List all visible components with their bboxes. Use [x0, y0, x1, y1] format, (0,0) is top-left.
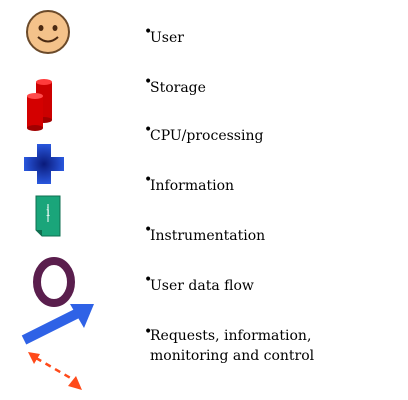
legend-item-user: • User — [144, 24, 184, 46]
legend-item-instrumentation: • Instrumentation — [144, 222, 266, 244]
legend-label: Information — [150, 178, 235, 194]
blue-cross-icon — [24, 144, 64, 184]
legend-item-requests: • Requests, information, monitoring and … — [144, 324, 390, 366]
legend-label: Requests, information, monitoring and co… — [150, 328, 315, 364]
bullet: • — [144, 24, 153, 40]
blue-arrow-icon — [21, 304, 94, 345]
bullet: • — [144, 272, 153, 288]
purple-ring-icon — [33, 257, 75, 307]
bullet: • — [144, 172, 153, 188]
legend-item-cpu: • CPU/processing — [144, 122, 264, 144]
bullet: • — [144, 324, 153, 340]
legend-label: User data flow — [150, 278, 254, 294]
legend-item-user-data-flow: • User data flow — [144, 272, 254, 294]
bullet: • — [144, 74, 153, 90]
red-dashed-arrow-icon — [28, 352, 82, 390]
red-cylinders-icon — [27, 79, 52, 131]
smiley-face-icon — [26, 10, 70, 54]
legend-label: Instrumentation — [150, 228, 266, 244]
legend-item-information: • Information — [144, 172, 235, 194]
bullet: • — [144, 122, 153, 138]
legend-label: User — [150, 30, 184, 46]
legend-item-storage: • Storage — [144, 74, 206, 96]
bullet: • — [144, 222, 153, 238]
green-document-icon: i — [35, 195, 61, 237]
legend-label: Storage — [150, 80, 206, 96]
legend-label: CPU/processing — [150, 128, 264, 144]
